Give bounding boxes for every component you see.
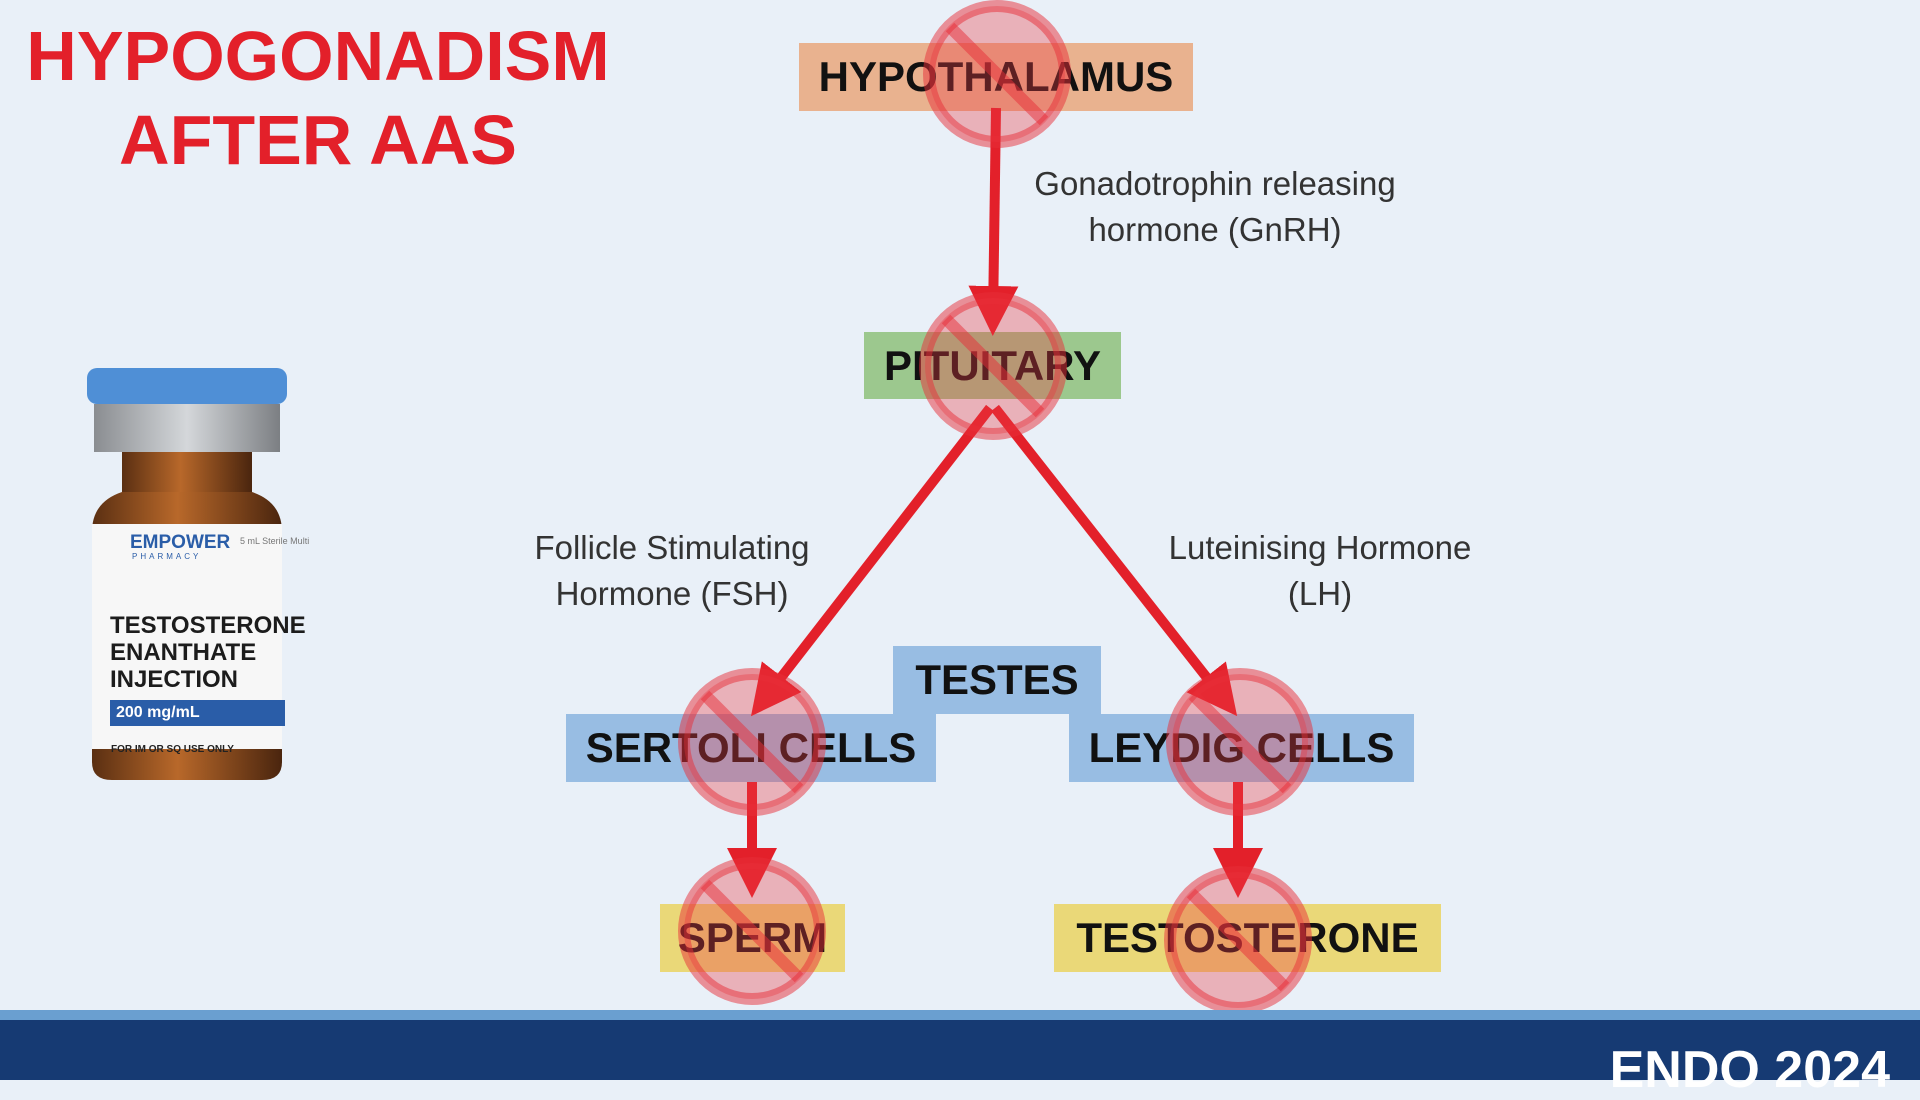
label-fsh-line-1: Follicle Stimulating: [534, 529, 810, 566]
label-lh-line-1: Luteinising Hormone: [1168, 529, 1472, 566]
label-gnrh-line-2: hormone (GnRH): [1088, 211, 1342, 248]
title-line-2: AFTER AAS: [119, 101, 517, 179]
label-fsh-line-2: Hormone (FSH): [555, 575, 789, 612]
vial-size: 5 mL Sterile Multi: [240, 536, 310, 546]
label-lh: Luteinising Hormone (LH): [1130, 525, 1510, 617]
node-sertoli-cells: SERTOLI CELLS: [566, 714, 936, 782]
title-line-1: HYPOGONADISM: [26, 17, 610, 95]
footer-bar: [0, 1020, 1920, 1080]
slide-title: HYPOGONADISM AFTER AAS: [18, 14, 618, 182]
vial-drug-name: TESTOSTERONE ENANTHATE INJECTION: [110, 612, 306, 693]
vial-strength: 200 mg/mL: [110, 700, 285, 726]
vial-use: FOR IM OR SQ USE ONLY: [111, 744, 234, 755]
node-pituitary: PITUITARY: [864, 332, 1121, 399]
footer-logo: ENDO 2024: [1609, 1041, 1890, 1099]
node-leydig-cells: LEYDIG CELLS: [1069, 714, 1414, 782]
node-sperm: SPERM: [660, 904, 845, 972]
label-fsh: Follicle Stimulating Hormone (FSH): [482, 525, 862, 617]
label-lh-line-2: (LH): [1287, 575, 1353, 612]
footer-accent-line: [0, 1010, 1920, 1020]
vial-brand-sub: PHARMACY: [132, 552, 202, 561]
node-testes: TESTES: [893, 646, 1101, 714]
node-testosterone: TESTOSTERONE: [1054, 904, 1441, 972]
node-hypothalamus: HYPOTHALAMUS: [799, 43, 1193, 111]
label-gnrh: Gonadotrophin releasing hormone (GnRH): [985, 161, 1445, 253]
label-gnrh-line-1: Gonadotrophin releasing: [1034, 165, 1396, 202]
vial-brand: EMPOWER: [130, 532, 231, 553]
